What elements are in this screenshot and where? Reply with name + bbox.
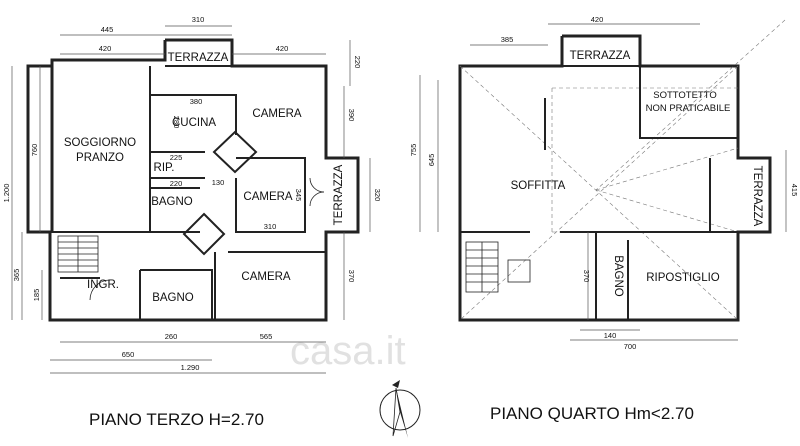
floor4-dim-top-420: 420 [591,15,604,24]
floor3-dim-bottom-1290: 1.290 [181,363,200,372]
floor3-dim-hall-130: 130 [212,178,225,187]
floor4-plan: TERRAZZA SOTTOTETTO NON PRATICABILE SOFF… [409,15,799,351]
floor4-skylight [507,259,531,283]
floor3-hall-pillar-2 [182,212,226,256]
floor3-dim-right-220: 220 [353,56,362,69]
floor4-label-terrazza-side: TERRAZZA [751,166,763,227]
floor4-dim-top-385: 385 [501,35,514,44]
floor3-dim-top-310: 310 [192,15,205,24]
floor3-label-rip: RIP. [154,162,175,174]
floor4-label-sottotetto: SOTTOTETTO [653,90,717,101]
floor4-label-soffitta: SOFFITTA [511,180,566,192]
floor4-dim-left-645: 645 [427,154,436,167]
floor4-dim-right-415: 415 [790,184,799,197]
floor3-label-ingr: INGR. [87,279,119,291]
floor4-dimension-lines [419,23,787,341]
floor3-label-terrazza-top: TERRAZZA [168,52,229,64]
floor3-dim-bottom-650: 650 [122,350,135,359]
north-arrow-icon [379,380,421,438]
floor3-label-camera-1: CAMERA [252,108,302,120]
floor4-caption: PIANO QUARTO Hm<2.70 [490,404,694,423]
floor3-door-ingr [89,279,111,301]
floor4-label-ripostiglio: RIPOSTIGLIO [646,272,720,284]
floor3-dim-camera-310: 310 [264,222,277,231]
floor3-dim-bagno-220: 220 [170,179,183,188]
floor3-caption: PIANO TERZO H=2.70 [89,410,264,429]
floor4-sottotetto-wall [639,66,738,139]
floor3-dim-right-370: 370 [347,270,356,283]
floor4-dim-mid-370: 370 [582,270,591,283]
floor3-label-soggiorno: SOGGIORNO [64,137,136,149]
floor3-dim-left-760: 760 [30,144,39,157]
watermark-text: casa.it [290,329,406,373]
floor3-dim-top-420-left: 420 [99,44,112,53]
floor3-dim-left-185: 185 [32,289,41,302]
floor3-cucina-wall [150,94,237,135]
floor3-dim-left-365: 365 [12,269,21,282]
floor3-dim-bottom-260: 260 [165,332,178,341]
floor4-stairs [465,241,499,293]
floor3-dim-cucina-380: 380 [190,97,203,106]
floor3-plan: TERRAZZA CUCINA CAMERA SOGGIORNO PRANZO … [2,15,382,374]
floor4-label-bagno: BAGNO [612,255,624,297]
floor3-door-terrazza [309,177,325,193]
floor3-label-bagno-1: BAGNO [151,196,193,208]
floor3-stairs [57,235,99,273]
floor3-label-terrazza-side: TERRAZZA [333,164,345,225]
floor3-label-bagno-2: BAGNO [152,292,194,304]
floor3-label-camera-3: CAMERA [241,271,291,283]
floor3-dim-camera-345: 345 [294,189,303,202]
floor3-dim-left-1200: 1.200 [2,184,11,203]
floor3-dim-top-445: 445 [101,25,114,34]
floor3-bagno2-walls [140,269,213,320]
floor3-dim-bottom-565: 565 [260,332,273,341]
floor3-label-camera-2: CAMERA [243,191,293,203]
floor3-door-terrazza-2 [309,191,325,207]
floor3-dim-right-320: 320 [373,189,382,202]
floor3-label-pranzo: PRANZO [76,152,124,164]
floor4-dim-bottom-140: 140 [604,331,617,340]
floor3-dim-cucina-280: 280 [172,116,181,129]
floor3-hall-pillar-1 [212,130,258,174]
floor4-dim-left-755: 755 [409,144,418,157]
floor4-label-terrazza-top: TERRAZZA [570,50,631,62]
floor3-dim-rip-225: 225 [170,153,183,162]
floor3-dimension-lines [11,25,371,374]
floor4-dim-bottom-700: 700 [624,342,637,351]
floor3-dim-right-390: 390 [347,109,356,122]
floor4-label-non-praticabile: NON PRATICABILE [646,103,731,114]
floor3-label-cucina: CUCINA [172,117,216,129]
floor3-dim-top-420-right: 420 [276,44,289,53]
